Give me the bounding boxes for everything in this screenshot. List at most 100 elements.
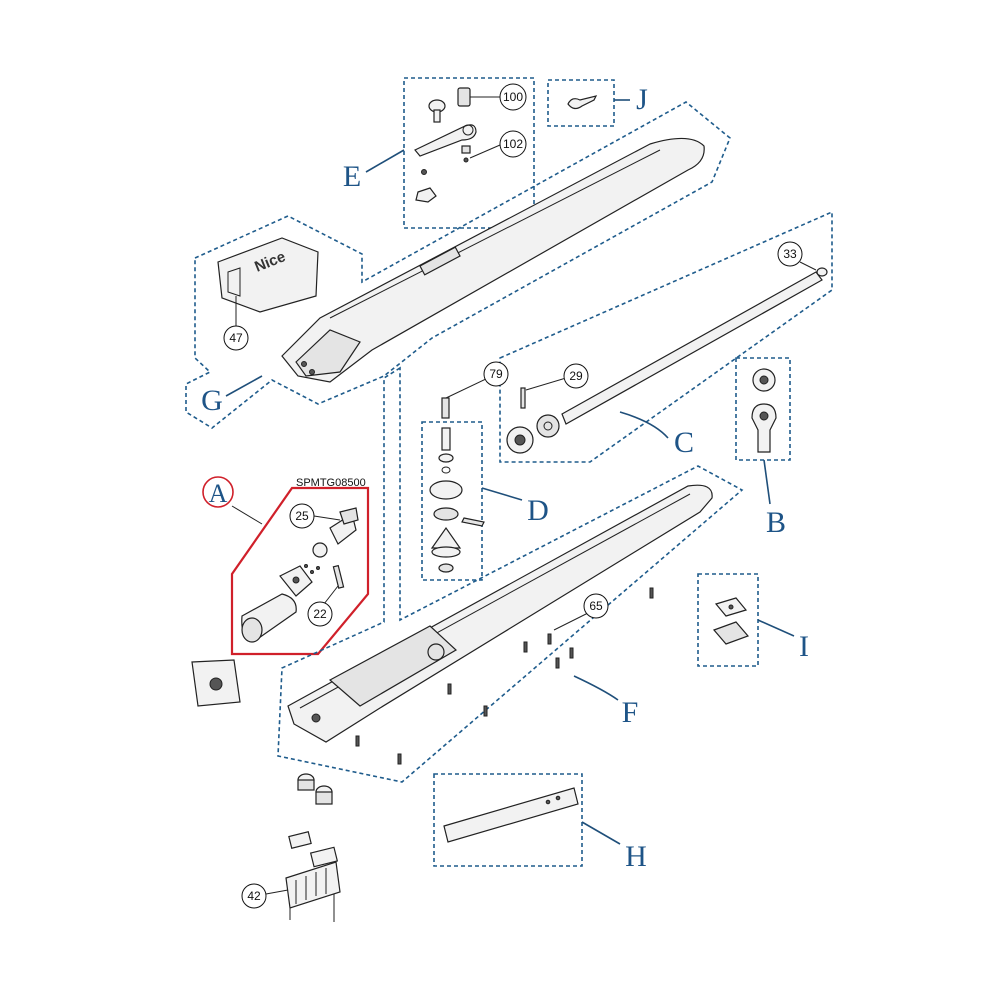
leader-h	[581, 821, 621, 845]
plate-hole-2	[545, 799, 551, 805]
group-g-border	[185, 101, 731, 429]
callout-bubble-22	[307, 601, 333, 627]
terminal-blocks: 42	[241, 831, 341, 922]
group-e: 100 102 E	[343, 77, 535, 229]
group-f: 65 F	[277, 366, 744, 783]
screw-8	[355, 735, 360, 747]
group-g: Nice 47 G	[185, 101, 731, 429]
callout-bubble-102	[499, 130, 527, 158]
cover-hole-2	[309, 369, 315, 375]
group-d-border	[421, 421, 483, 581]
clip-hole-1	[728, 604, 734, 610]
callout-79: 79	[489, 367, 503, 381]
small-screw-part	[463, 157, 469, 163]
group-b-border	[735, 357, 791, 461]
callout-100: 100	[503, 90, 523, 104]
bevel-gear-base	[431, 546, 461, 558]
mounting-plate	[191, 659, 241, 707]
bushing-bore	[759, 375, 769, 385]
terminal-holder-part	[285, 861, 341, 909]
leader-22	[323, 585, 339, 605]
motor-end-cap	[241, 617, 263, 643]
group-a-ring	[202, 476, 234, 508]
callout-42: 42	[247, 889, 261, 903]
lower-washer-part	[438, 563, 454, 573]
callout-25: 25	[295, 509, 309, 523]
callout-bubble-47	[223, 325, 249, 351]
pin-part	[520, 387, 526, 409]
bearing-part	[536, 414, 560, 438]
spacer-plate-part	[443, 787, 579, 843]
group-i: I	[697, 573, 809, 667]
base-gear-seat	[427, 643, 445, 661]
ball-2	[310, 570, 314, 574]
group-label-f: F	[622, 696, 639, 729]
end-cap-window	[227, 267, 241, 297]
base-hole	[311, 713, 321, 723]
spring-part	[441, 427, 451, 451]
ball-3	[316, 566, 320, 570]
group-label-d: D	[527, 494, 549, 527]
group-e-border	[403, 77, 535, 229]
leader-e	[365, 149, 405, 173]
bearing-gear-part	[429, 480, 463, 500]
group-b: B	[735, 357, 791, 539]
plate-hole-1	[555, 795, 561, 801]
callout-bubble-29	[563, 363, 589, 389]
key-part-22	[332, 564, 345, 589]
washer-part	[438, 453, 454, 463]
leader-b	[763, 459, 771, 505]
screw-5	[649, 587, 654, 599]
callout-65: 65	[589, 599, 603, 613]
group-label-a: A	[209, 479, 228, 508]
terminal-holder-slots	[295, 868, 327, 904]
group-h-border	[433, 773, 583, 867]
bevel-gear-part	[430, 526, 462, 549]
mounting-plate-hole	[209, 677, 223, 691]
leader-a	[231, 505, 263, 525]
callout-102: 102	[503, 137, 523, 151]
clip-part-2	[712, 621, 750, 645]
callout-bubble-79	[483, 361, 509, 387]
leader-d	[481, 487, 523, 501]
leader-g	[225, 375, 263, 397]
cover-ridge	[329, 149, 661, 319]
base-motor-bay	[328, 625, 458, 707]
leader-f	[573, 675, 619, 701]
screw-3	[555, 657, 560, 669]
group-d: 79 D	[421, 361, 549, 581]
kit-code: SPMTG08500	[296, 477, 366, 489]
group-f-border	[277, 366, 744, 783]
callout-bubble-42	[241, 883, 267, 909]
callout-29: 29	[569, 369, 583, 383]
leader-c	[619, 411, 669, 439]
callout-bubble-25	[289, 503, 315, 529]
shaft-pin-part	[441, 397, 450, 419]
callout-bubble-33	[777, 241, 803, 267]
cover-body	[281, 137, 705, 383]
callout-47: 47	[229, 331, 243, 345]
leader-i	[757, 619, 795, 637]
screw-part	[421, 169, 427, 175]
small-nut-part	[461, 145, 471, 154]
group-label-c: C	[674, 426, 694, 459]
group-label-g: G	[201, 384, 223, 417]
cover-hole-1	[301, 361, 307, 367]
group-a-border	[230, 486, 370, 656]
screw-7	[483, 705, 488, 717]
pinion-part	[312, 542, 328, 558]
leader-65	[553, 611, 591, 631]
group-label-b: B	[766, 506, 786, 539]
leader-102	[469, 144, 501, 159]
cover-end-cap	[295, 329, 361, 377]
screw-6	[447, 683, 452, 695]
leader-33	[799, 261, 817, 271]
group-j: J	[547, 79, 648, 127]
group-i-border	[697, 573, 759, 667]
lever-hole	[462, 124, 474, 136]
group-label-j: J	[636, 83, 648, 116]
group-label-e: E	[343, 160, 361, 193]
key-pin-part	[461, 517, 485, 527]
terminal-block-2	[309, 846, 339, 868]
